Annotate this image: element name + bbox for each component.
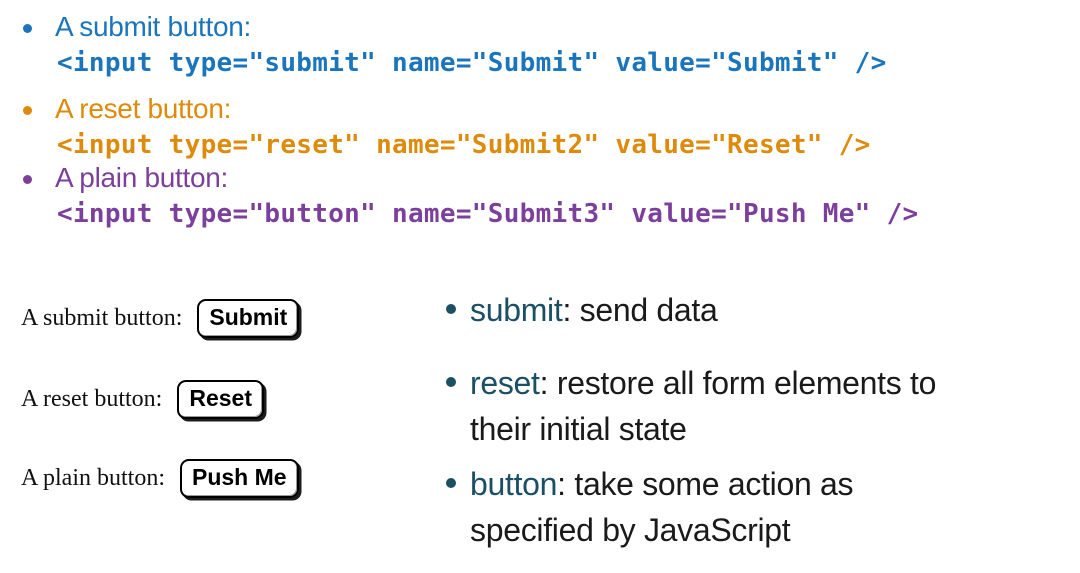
push-me-button[interactable]: Push Me [180, 458, 299, 498]
example-row-reset: A reset button: Reset [21, 377, 264, 421]
example-row-submit: A submit button: Submit [21, 296, 300, 340]
bullet-icon [446, 478, 456, 488]
keyword-reset: reset [470, 365, 540, 401]
item-label: A reset button: [55, 93, 232, 124]
item-label: A plain button: [55, 162, 228, 193]
example-row-plain: A plain button: Push Me [21, 456, 299, 500]
item-code-snippet: <input type="button" name="Submit3" valu… [57, 199, 919, 229]
description-text: button: take some action as specified by… [470, 461, 1080, 553]
list-item-plain-code: A plain button: <input type="button" nam… [0, 159, 1080, 231]
description-line2: specified by JavaScript [470, 512, 791, 548]
description-text: reset: restore all form elements to thei… [470, 360, 1080, 452]
keyword-submit: submit [470, 292, 563, 328]
example-label: A submit button: [21, 304, 183, 331]
example-label: A plain button: [21, 464, 165, 491]
description-rest: : restore all form elements to [539, 365, 937, 401]
item-code-snippet: <input type="reset" name="Submit2" value… [57, 130, 871, 160]
list-item-submit-code: A submit button: <input type="submit" na… [0, 8, 1080, 80]
description-line2: their initial state [470, 411, 687, 447]
example-label: A reset button: [21, 385, 163, 412]
description-rest: : send data [562, 292, 718, 328]
description-text: submit: send data [470, 287, 1080, 333]
item-label: A submit button: [55, 11, 251, 42]
bullet-icon [23, 175, 32, 184]
bullet-icon [446, 377, 456, 387]
bullet-icon [23, 106, 32, 115]
description-item-submit: submit: send data [445, 287, 1080, 333]
description-item-button: button: take some action as specified by… [445, 461, 1080, 553]
bullet-icon [23, 24, 32, 33]
bullet-icon [446, 304, 456, 314]
description-item-reset: reset: restore all form elements to thei… [445, 360, 1080, 452]
item-code-snippet: <input type="submit" name="Submit" value… [57, 48, 887, 78]
keyword-button: button [470, 466, 558, 502]
reset-button[interactable]: Reset [177, 379, 264, 419]
list-item-reset-code: A reset button: <input type="reset" name… [0, 90, 1080, 162]
description-rest: : take some action as [557, 466, 854, 502]
submit-button[interactable]: Submit [197, 298, 300, 338]
